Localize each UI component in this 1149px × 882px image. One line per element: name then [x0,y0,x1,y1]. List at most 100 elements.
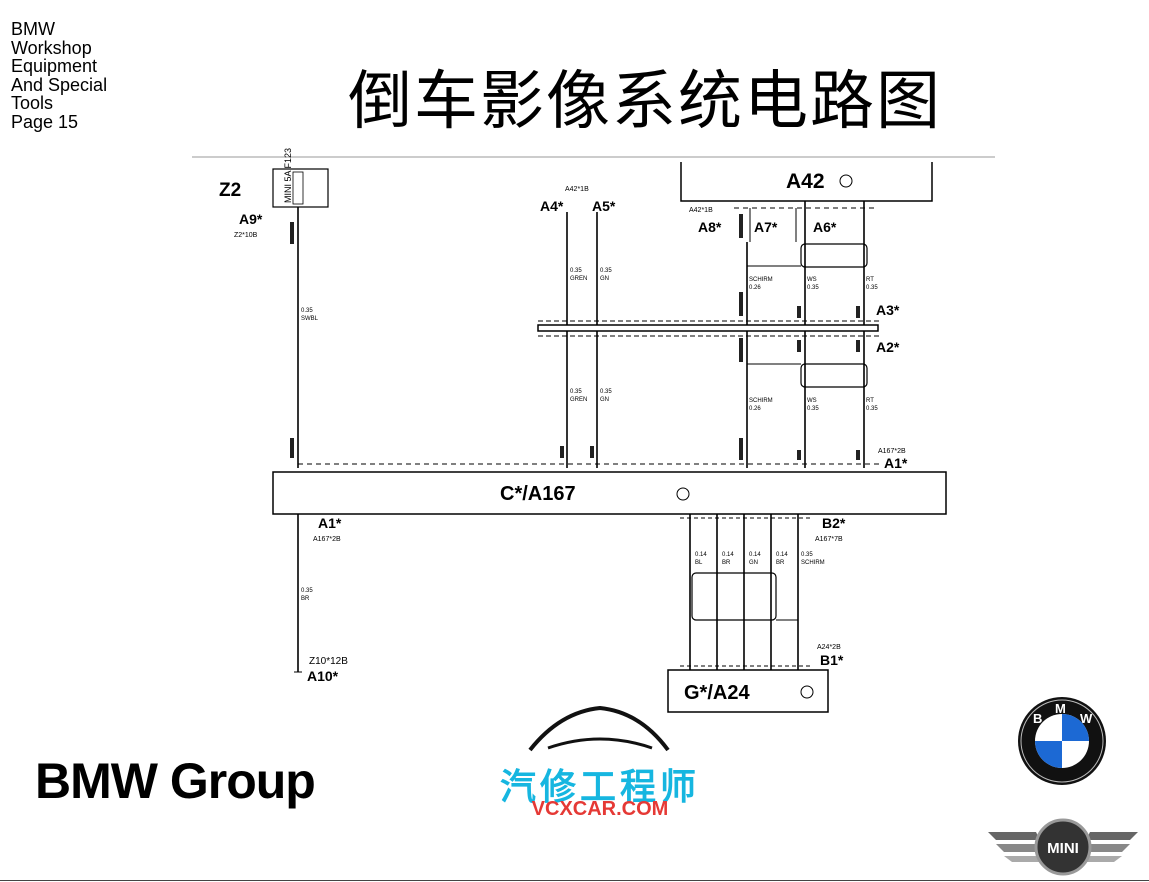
wire-label: 0.14 [695,552,707,558]
corner-line: Equipment [11,56,98,76]
wire-label: 0.35 [801,552,813,558]
wire-label: GREN [570,397,587,403]
connector-a4-label: A4* [540,198,564,214]
inline-connector-bar [537,324,879,332]
connector-a10-label: A10* [307,668,339,684]
module-symbol-icon [839,174,853,188]
label-z10-128: Z10*12B [309,656,348,667]
corner-line: Workshop [11,37,92,58]
wire-label: SCHIRM [801,560,825,566]
label-z2-108: Z2*10B [234,232,258,239]
wire-label: 0.35 [807,285,819,291]
fuse-z2-box [272,168,329,208]
wire-labels: 0.35 SWBL 0.35 GREN 0.35 GN 0.35 GREN 0.… [301,268,878,412]
wire-label: RT [866,277,874,283]
car-logo-icon [547,737,653,750]
shield-lower [800,363,868,388]
wire-label: 0.14 [749,552,761,558]
wire-label: 0.14 [722,552,734,558]
fuse-icon [292,171,304,205]
wire-label: 0.26 [749,285,761,291]
wire-label: 0.35 [301,588,313,594]
label-a167-28-right: A167*2B [878,448,906,455]
wire-label: SCHIRM [749,398,773,404]
wire-label: BL [695,560,703,566]
connector-a2-label: A2* [876,339,900,355]
module-symbol-icon [676,487,690,501]
watermark-text: 汽修工程师 [499,767,700,808]
module-c-a167-box [272,471,947,515]
wire-label: GN [600,276,609,282]
wire-label: SWBL [301,316,319,322]
connector-a7-label: A7* [754,219,778,235]
module-a42-label: A42 [786,170,825,193]
connector-a5-label: A5* [592,198,616,214]
wire-label: 0.35 [301,308,313,314]
module-symbol-icon [800,685,814,699]
wire-label: 0.26 [749,406,761,412]
car-logo-icon [528,705,670,752]
bmw-letter: B [1033,711,1042,726]
connector-a3-label: A3* [876,302,900,318]
wire-label: 0.35 [807,406,819,412]
module-g-a24-label: G*/A24 [684,682,750,704]
corner-line: And Special [11,74,108,95]
connector-a8-label: A8* [698,219,722,235]
label-a42-18: A42*1B [689,207,713,214]
wire-label: 0.35 [600,389,612,395]
pin-mark [856,450,860,460]
pin-mark [739,338,743,362]
footer-separator [0,880,1149,881]
label-a167-28-left: A167*2B [313,536,341,543]
corner-line: Page 15 [11,111,79,132]
wire-label: 0.35 [570,389,582,395]
wire-label: GREN [570,276,587,282]
shield-bottom [691,572,777,621]
wire-label: SCHIRM [749,277,773,283]
pin-mark [739,438,743,460]
wire-label: GN [600,397,609,403]
connector-a1-bottom-label: A1* [318,515,342,531]
pin-mark [560,446,564,458]
pin-mark [797,340,801,352]
pin-mark [290,222,294,244]
wire-label: BR [722,560,731,566]
corner-line: BMW [11,19,55,39]
wire-label: WS [807,398,817,404]
wire-label: BR [776,560,785,566]
wire-label: WS [807,277,817,283]
pin-mark [590,446,594,458]
bus-wire-labels: 0.14 BL 0.14 BR 0.14 GN 0.14 BR 0.35 SCH… [695,552,825,566]
watermark-url: VCXCAR.COM [531,798,669,820]
wire-label: 0.35 [570,268,582,274]
corner-line: Tools [11,93,54,113]
page-corner-caption: BMW Workshop Equipment And Special Tools… [11,20,107,131]
wire-label: 0.35 [866,406,878,412]
pin-mark [739,214,743,238]
connector-a6-label: A6* [813,219,837,235]
pin-mark [856,306,860,318]
bmw-roundel-icon: B M W [1018,697,1106,785]
wire-label: RT [866,398,874,404]
bmw-letter: W [1080,711,1093,726]
wire-label: 0.35 [866,285,878,291]
module-c-a167-label: C*/A167 [500,483,576,505]
label-a167-78: A167*7B [815,536,843,543]
mini-logo-text: MINI [1047,840,1079,857]
connector-a9-label: A9* [239,211,263,227]
shield-upper [800,243,868,268]
label-a42-18-top: A42*1B [565,186,589,193]
pin-mark [797,450,801,460]
connector-a1-top-label: A1* [884,455,908,471]
connector-b2-label: B2* [822,515,846,531]
bmw-group-logo: BMW Group [35,753,316,809]
wire-label: BR [301,596,310,602]
page-title: 倒车影像系统电路图 [348,65,942,139]
fuse-rating-text: MINI 5A F123 [283,148,293,203]
module-a42-box [680,162,933,202]
mini-logo-icon: MINI [988,818,1138,876]
pin-mark [290,438,294,458]
wire-label: GN [749,560,758,566]
pin-mark [797,306,801,318]
